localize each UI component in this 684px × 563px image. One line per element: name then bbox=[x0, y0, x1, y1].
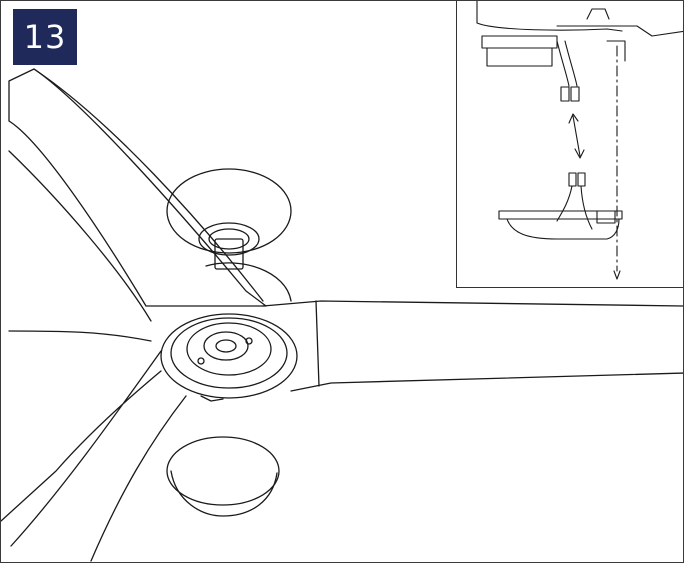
wire-connection-diagram bbox=[476, 1, 683, 280]
detail-inset bbox=[456, 1, 683, 288]
light-kit bbox=[166, 436, 280, 506]
fan-blade-right bbox=[262, 300, 683, 392]
canopy bbox=[166, 168, 292, 254]
fan-blade-upper bbox=[8, 68, 267, 307]
fan-blade-lower bbox=[1, 350, 187, 562]
step-number-badge: 13 bbox=[13, 9, 77, 65]
motor-hub bbox=[160, 313, 298, 399]
